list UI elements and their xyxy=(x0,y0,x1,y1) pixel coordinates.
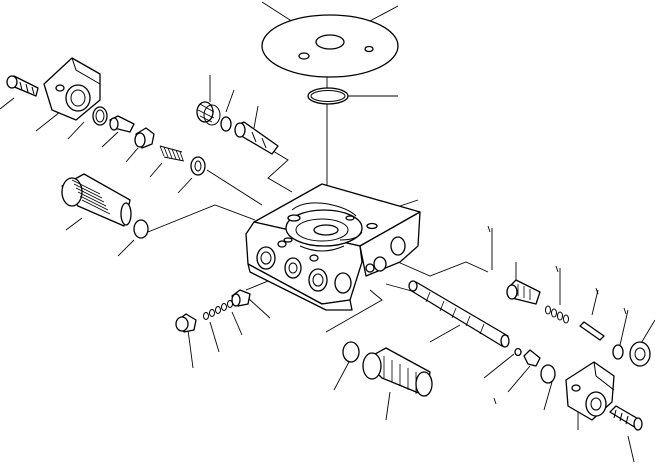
o-ring-large xyxy=(307,87,349,105)
relief-valve-left xyxy=(61,173,132,227)
o-ring-relief-lower xyxy=(342,341,360,363)
cover-flange-right xyxy=(565,361,615,421)
o-ring-relief-left xyxy=(133,219,149,239)
o-ring-left xyxy=(92,106,108,126)
washer-left xyxy=(190,156,206,176)
valve-body xyxy=(245,183,421,311)
spring-left-upper xyxy=(159,145,185,162)
pin-right xyxy=(579,321,605,341)
spring-right xyxy=(545,305,569,324)
plug-right-end xyxy=(629,341,651,367)
o-ring-upper xyxy=(220,116,232,132)
flange-bolt-left xyxy=(6,75,39,97)
plug-upper xyxy=(196,101,221,126)
plate-hole-small-left xyxy=(298,52,310,60)
plug-small xyxy=(109,115,135,133)
valve-stem-upper xyxy=(234,121,279,155)
cover-flange-left xyxy=(43,57,101,121)
poppet-lower xyxy=(231,289,251,307)
sleeve-right xyxy=(506,279,541,305)
plate-hole-small-right xyxy=(364,45,374,53)
o-ring-right-small xyxy=(540,364,556,384)
plate-hole-large xyxy=(315,34,345,50)
spool xyxy=(408,280,510,348)
flange-bolt-right xyxy=(609,405,643,431)
relief-valve-lower xyxy=(362,347,433,397)
o-ring-right-end xyxy=(612,344,624,360)
spring-lower xyxy=(203,300,233,320)
poppet-small xyxy=(514,347,541,367)
plug-lower xyxy=(175,313,197,333)
sleeve-small xyxy=(134,127,155,149)
leader-stubs xyxy=(487,225,627,405)
